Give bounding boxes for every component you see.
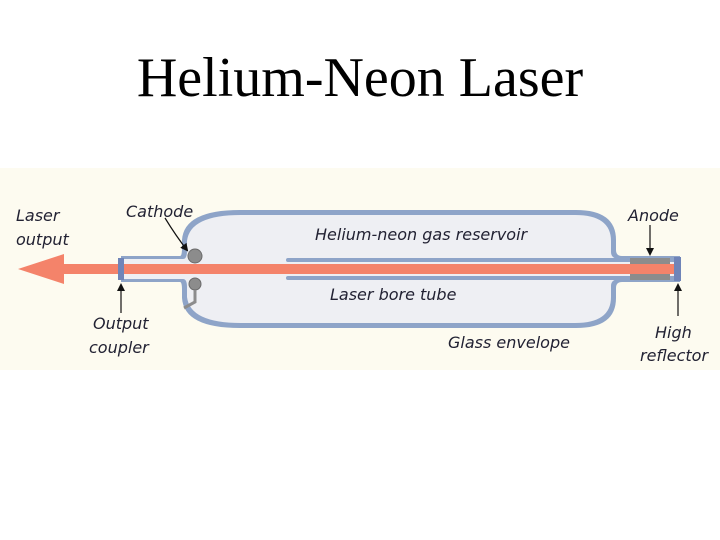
high-reflector-mirror bbox=[674, 257, 681, 281]
cathode-label: Cathode bbox=[126, 202, 193, 221]
bore-tube-label: Laser bore tube bbox=[330, 285, 457, 304]
gas-reservoir-label: Helium-neon gas reservoir bbox=[315, 225, 529, 244]
bore-tube-wall-bottom bbox=[286, 276, 678, 280]
glass-envelope-label: Glass envelope bbox=[448, 333, 570, 352]
cathode-pointer-arrow bbox=[164, 217, 189, 252]
cathode-pin bbox=[188, 277, 202, 291]
output-coupler-mirror bbox=[118, 258, 124, 280]
anode-label: Anode bbox=[627, 206, 679, 225]
laser-output-label-line1: Laser bbox=[16, 206, 61, 225]
cathode bbox=[187, 248, 203, 264]
laser-diagram: Laser output Cathode Anode Helium-neon g… bbox=[0, 168, 720, 370]
bore-tube-wall-top bbox=[286, 258, 678, 262]
laser-output-label-line2: output bbox=[16, 230, 70, 249]
cathode-lead bbox=[183, 290, 197, 310]
high-reflector-label-line1: High bbox=[655, 323, 692, 342]
laser-beam bbox=[62, 264, 676, 274]
slide-title: Helium-Neon Laser bbox=[136, 47, 584, 109]
anode-electrode-top bbox=[630, 258, 670, 264]
output-coupler-label-line2: coupler bbox=[89, 338, 150, 357]
laser-output-arrowhead bbox=[18, 254, 64, 284]
high-reflector-label-line2: reflector bbox=[640, 346, 709, 365]
output-coupler-label-line1: Output bbox=[93, 314, 149, 333]
laser-diagram-svg: Laser output Cathode Anode Helium-neon g… bbox=[16, 202, 709, 365]
anode-electrode-bottom bbox=[630, 274, 670, 280]
